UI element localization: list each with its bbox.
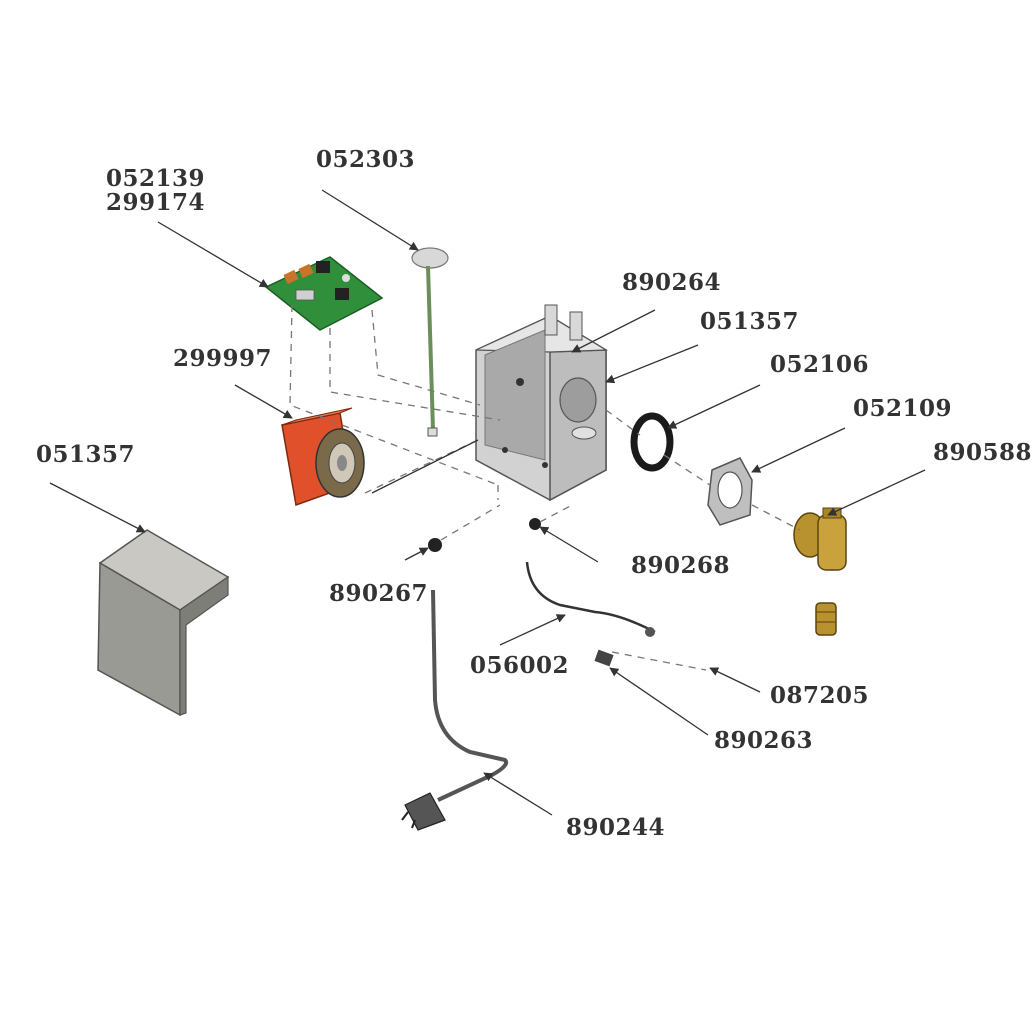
label-probe-part: 052303	[316, 146, 416, 173]
grommet-parts	[428, 518, 541, 552]
label-cover-part: 051357	[36, 441, 136, 468]
label-power-cord-part: 890244	[566, 814, 666, 841]
label-sensor-cable-part: 056002	[470, 652, 570, 679]
label-grommet-right-part: 890268	[631, 552, 731, 579]
sensor-cable	[525, 561, 656, 667]
cover-plate	[97, 529, 230, 717]
leader-lines	[49, 189, 926, 816]
label-pcb-part-2: 299174	[106, 189, 206, 216]
label-grommet-left-part: 890267	[329, 580, 429, 607]
probe-rod	[411, 247, 449, 437]
motor-unit	[281, 407, 365, 507]
label-flange-part: 052109	[853, 395, 953, 422]
flange-plate	[707, 457, 753, 526]
label-gasket-part: 052106	[770, 351, 870, 378]
gasket-ring	[630, 412, 674, 472]
label-pcb-part-1: 052139	[106, 165, 206, 192]
label-bracket-part: 890264	[622, 269, 722, 296]
label-motor-part: 299997	[173, 345, 273, 372]
label-connector-part: 890263	[714, 727, 814, 754]
label-valve-part: 890588	[933, 439, 1032, 466]
housing-box	[475, 304, 609, 502]
label-cable-tie-part: 087205	[770, 682, 870, 709]
brass-valve	[793, 507, 847, 636]
label-housing-part: 051357	[700, 308, 800, 335]
pcb-board	[264, 256, 384, 331]
power-cord	[401, 589, 509, 831]
